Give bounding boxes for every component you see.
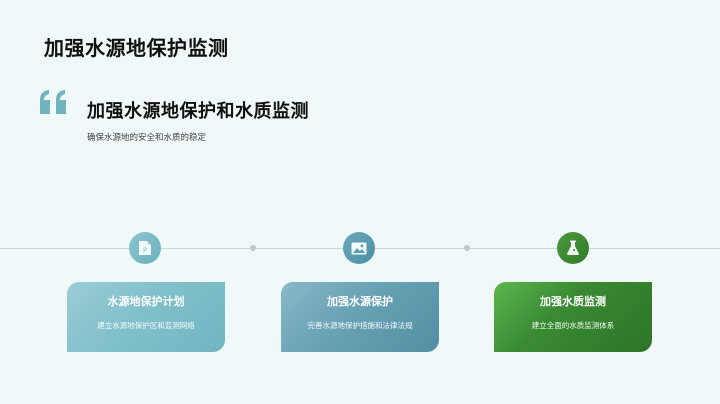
timeline-node-1: P xyxy=(129,232,161,264)
quote-icon xyxy=(38,88,70,118)
document-icon: P xyxy=(139,241,151,255)
timeline-node-3 xyxy=(557,232,589,264)
card-description: 建立全面的水质监测体系 xyxy=(531,321,615,330)
timeline-node-2 xyxy=(343,232,375,264)
card-water-quality-monitoring: 加强水质监测 建立全面的水质监测体系 xyxy=(494,282,652,352)
flask-icon xyxy=(567,240,579,255)
svg-text:P: P xyxy=(143,247,147,255)
quote-subtitle: 确保水源地的安全和水质的稳定 xyxy=(87,133,207,143)
timeline-dot xyxy=(250,245,256,251)
timeline-dot xyxy=(464,245,470,251)
card-title: 加强水质监测 xyxy=(540,295,606,308)
card-title: 加强水源保护 xyxy=(327,295,393,308)
image-icon xyxy=(351,242,367,254)
card-title: 水源地保护计划 xyxy=(107,295,185,308)
card-description: 完善水源地保护措施和法律法规 xyxy=(307,321,413,330)
card-protection-plan: 水源地保护计划 建立水源地保护区和监测网络 xyxy=(67,282,225,352)
card-description: 建立水源地保护区和监测网络 xyxy=(97,321,195,330)
quote-heading: 加强水源地保护和水质监测 xyxy=(87,101,309,122)
page-title: 加强水源地保护监测 xyxy=(44,36,229,60)
card-strengthen-protection: 加强水源保护 完善水源地保护措施和法律法规 xyxy=(281,282,439,352)
